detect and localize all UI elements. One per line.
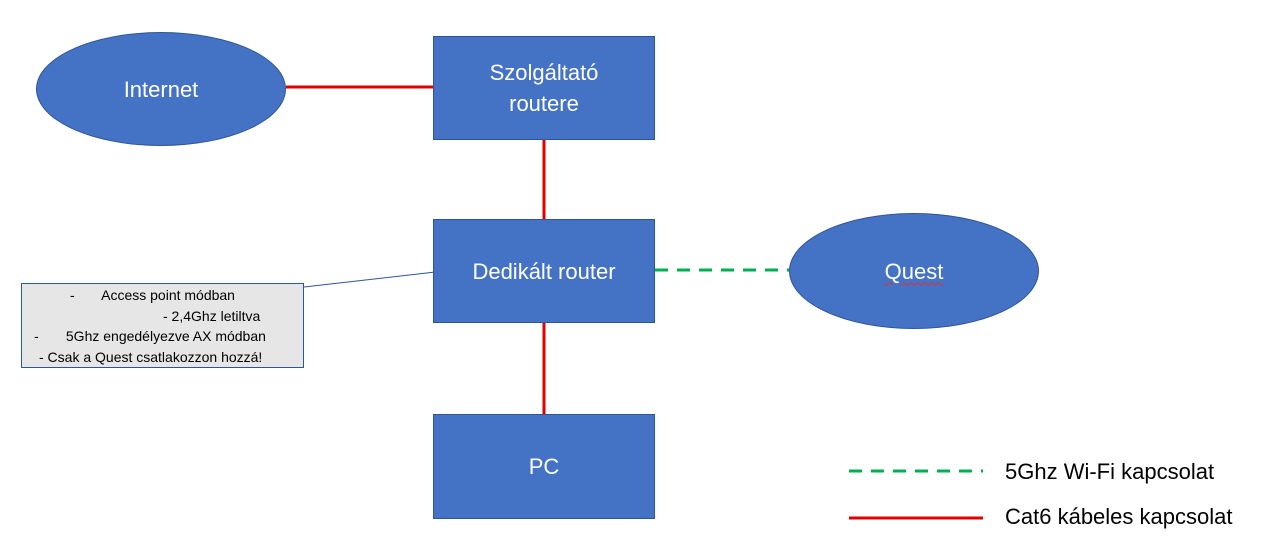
note-line-quest-only: - Csak a Quest csatlakozzon hozzá! [39, 348, 263, 365]
legend-cable-label: Cat6 kábeles kapcsolat [1005, 504, 1233, 529]
pc-node: PC [433, 414, 655, 519]
quest-label: Quest [884, 258, 944, 284]
internet-node: Internet [36, 32, 286, 146]
internet-label: Internet [123, 76, 199, 102]
note-line-24ghz: - 2,4Ghz letiltva [163, 307, 261, 324]
pc-label: PC [528, 454, 560, 479]
note-line-access-point: - Access point módban [70, 287, 235, 303]
provider-router-node: Szolgáltató routere [433, 36, 655, 140]
quest-node: Quest [789, 213, 1039, 329]
legend-wifi-label: 5Ghz Wi-Fi kapcsolat [1005, 459, 1215, 484]
note-line-5ghz: - 5Ghz engedélyezve AX módban [34, 328, 266, 344]
provider-router-label: Szolgáltató routere [489, 60, 599, 116]
note-callout-line [303, 270, 445, 288]
router-config-note: - Access point módban - 2,4Ghz letiltva … [21, 283, 304, 368]
dedicated-router-node: Dedikált router [433, 219, 655, 323]
dedicated-router-label: Dedikált router [472, 258, 616, 284]
